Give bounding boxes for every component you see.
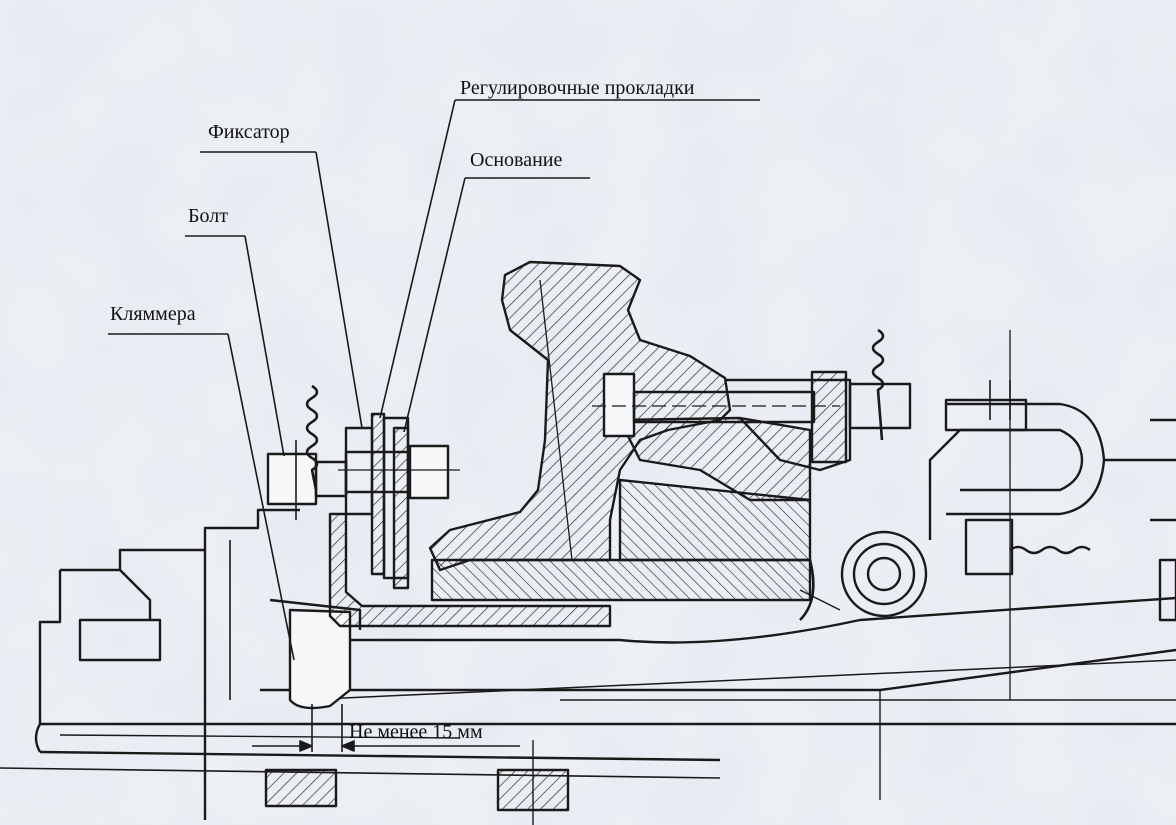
clip-line	[799, 589, 841, 611]
lower-edge-line	[0, 767, 721, 779]
shackle-nut	[964, 518, 1014, 576]
bolt-head-left	[266, 452, 318, 506]
housing-chamfer	[119, 569, 152, 620]
leader-clamp	[227, 333, 295, 661]
housing-top-outline	[60, 508, 300, 572]
label-shims: Регулировочные прокладки	[460, 77, 695, 99]
right-edge-block	[1158, 558, 1176, 622]
shackle-cap	[944, 398, 1028, 432]
leader-latch	[315, 151, 363, 429]
base-plate-line-2	[299, 659, 1176, 701]
drawing-lines	[0, 99, 1176, 825]
bushing-mid	[852, 542, 916, 606]
shackle-inner	[960, 428, 1084, 492]
through-bolt-head	[602, 372, 636, 438]
rod-end	[34, 723, 42, 753]
rod-centerline	[59, 734, 461, 739]
rail-centerline	[539, 279, 573, 561]
leader-shims	[379, 99, 456, 419]
shackle-spring	[1009, 545, 1091, 555]
housing-slot	[78, 618, 162, 662]
spring-pin-right	[871, 328, 885, 441]
rod-bottom-line	[39, 750, 721, 762]
rail-profile	[428, 260, 732, 572]
dimension-min-gap	[252, 704, 520, 752]
through-bolt-shank	[632, 390, 816, 424]
spring-pin-left	[305, 384, 319, 491]
clamp-body	[288, 608, 352, 710]
base-plate-top	[300, 596, 1176, 644]
label-base: Основание	[470, 149, 563, 171]
dim-arrow-right	[341, 740, 355, 752]
base-upright-hatch	[392, 426, 410, 590]
leader-lines	[108, 99, 760, 661]
tie-block-left	[264, 768, 338, 808]
base-l-shape	[328, 512, 612, 628]
dim-arrow-left	[299, 740, 313, 752]
shackle-right-edge	[1150, 418, 1176, 522]
rail-pad	[430, 558, 812, 602]
shackle-arm	[928, 429, 961, 540]
leader-base	[403, 177, 466, 433]
leader-bolt	[244, 235, 285, 457]
label-latch: Фиксатор	[208, 121, 290, 143]
shim-stack	[370, 412, 386, 576]
bracket-right-hatch	[810, 370, 848, 464]
housing-left-outline	[38, 570, 62, 724]
label-min-gap: Не менее 15 мм	[349, 721, 483, 743]
bushing-inner	[866, 556, 902, 592]
spring-clip	[799, 559, 815, 621]
label-bolt: Болт	[188, 205, 228, 227]
label-clamp: Кляммера	[110, 303, 196, 325]
bushing-outer	[840, 530, 928, 618]
bolt-nut	[408, 444, 450, 500]
